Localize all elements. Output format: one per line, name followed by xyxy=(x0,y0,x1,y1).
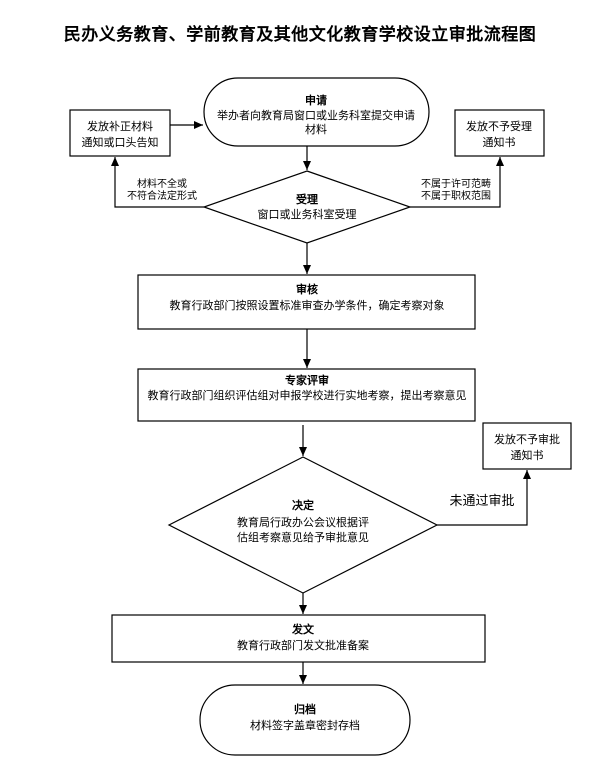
edge-label-incomplete-1: 材料不全或 xyxy=(137,177,187,190)
issue-heading: 发文 xyxy=(291,622,315,636)
apply-line-2: 材料 xyxy=(305,122,327,136)
accept-heading: 受理 xyxy=(296,192,318,206)
reject-accept-line-2: 通知书 xyxy=(483,135,516,149)
edge-label-not-approved: 未通过审批 xyxy=(449,494,514,509)
apply-line-1: 举办者向教育局窗口或业务科室提交申请 xyxy=(217,108,415,122)
decide-line-1: 教育局行政办公会议根据评 xyxy=(237,515,369,529)
review-line-1: 教育行政部门按照设置标准审查办学条件，确定考察对象 xyxy=(170,298,445,312)
expert-heading: 专家评审 xyxy=(285,373,329,387)
arrow-accept-to-reject xyxy=(410,157,504,208)
page-title: 民办义务教育、学前教育及其他文化教育学校设立审批流程图 xyxy=(63,25,537,45)
reject-accept-node xyxy=(454,109,545,157)
supplement-line-1: 发放补正材料 xyxy=(87,119,153,133)
reject-approve-node xyxy=(482,422,572,470)
accept-line-1: 窗口或业务科室受理 xyxy=(258,207,357,221)
archive-heading: 归档 xyxy=(294,702,316,716)
apply-heading: 申请 xyxy=(305,93,327,107)
decide-heading: 决定 xyxy=(292,498,314,512)
archive-line-1: 材料签字盖章密封存档 xyxy=(250,718,360,732)
reject-accept-line-1: 发放不予受理 xyxy=(466,119,532,133)
supplement-node xyxy=(69,109,171,157)
arrow-accept-to-supplement xyxy=(111,157,204,208)
edge-label-incomplete-2: 不符合法定形式 xyxy=(127,189,197,202)
expert-line-1: 教育行政部门组织评估组对申报学校进行实地考察，提出考察意见 xyxy=(148,388,467,402)
review-node xyxy=(137,274,476,330)
accept-node xyxy=(202,170,412,244)
edge-label-out-of-scope-2: 不属于职权范围 xyxy=(421,189,491,202)
apply-node xyxy=(203,77,430,147)
issue-line-1: 教育行政部门发文批准备案 xyxy=(237,638,369,652)
reject-approve-line-1: 发放不予审批 xyxy=(494,432,560,446)
edge-label-out-of-scope-1: 不属于许可范畴 xyxy=(421,177,491,190)
arrow-decide-to-reject xyxy=(437,470,531,526)
decide-line-2: 估组考察意见给予审批意见 xyxy=(237,530,369,544)
archive-node xyxy=(199,684,411,756)
supplement-line-2: 通知或口头告知 xyxy=(82,135,159,149)
issue-node xyxy=(111,614,486,663)
review-heading: 审核 xyxy=(296,282,318,296)
reject-approve-line-2: 通知书 xyxy=(511,448,544,462)
expert-node xyxy=(137,368,476,422)
